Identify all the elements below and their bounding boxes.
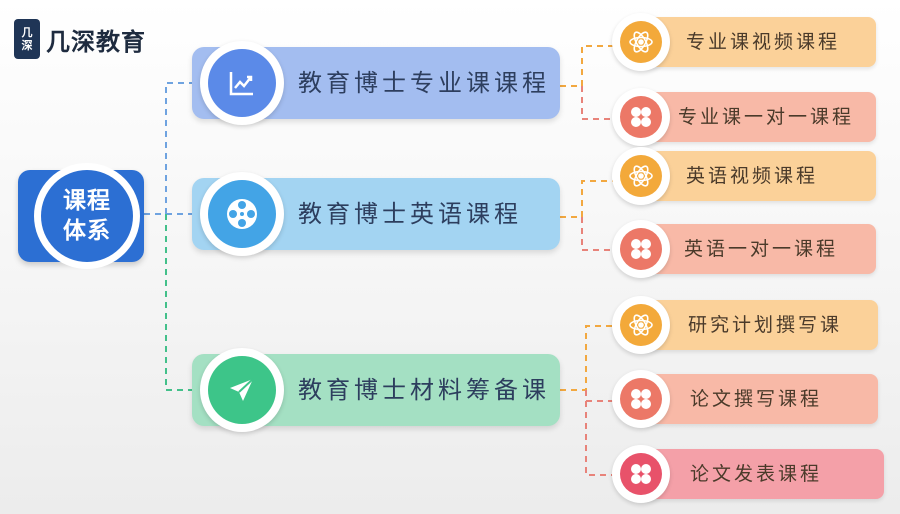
leaf-english-video <box>640 151 876 201</box>
branch-major-label: 教育博士专业课课程 <box>298 69 550 97</box>
grid-dots-icon <box>620 378 662 420</box>
root-label-line2: 体系 <box>63 218 111 244</box>
leaf-english-1on1-ring <box>612 220 670 278</box>
branch-english-icon-ring <box>200 172 284 256</box>
grid-dots-icon <box>620 96 662 138</box>
chart-trend-icon <box>208 49 276 117</box>
root-label-line1: 课程 <box>63 188 111 214</box>
logo-mark: 几 深 <box>14 19 40 59</box>
leaf-english-1on1 <box>640 224 876 274</box>
logo-text: 几深教育 <box>46 27 146 56</box>
leaf-research-plan-ring <box>612 296 670 354</box>
leaf-thesis-publish-label: 论文发表课程 <box>690 463 823 485</box>
leaf-major-video-label: 专业课视频课程 <box>686 31 841 53</box>
connector-branch2-child2 <box>581 217 628 251</box>
leaf-major-video <box>640 17 876 67</box>
connector-root-branch3 <box>165 214 210 391</box>
leaf-thesis-writing-label: 论文撰写课程 <box>690 388 823 410</box>
leaf-thesis-publish <box>640 449 884 499</box>
branch-materials-icon-ring <box>200 348 284 432</box>
leaf-research-plan <box>640 300 878 350</box>
leaf-research-plan-label: 研究计划撰写课 <box>688 314 843 336</box>
grid-dots-icon <box>620 228 662 270</box>
leaf-thesis-writing <box>640 374 878 424</box>
atom-icon <box>620 21 662 63</box>
root-node: 课程 体系 <box>41 170 133 262</box>
leaf-major-1on1-ring <box>612 88 670 146</box>
leaf-english-video-label: 英语视频课程 <box>686 165 819 187</box>
branch-materials-label: 教育博士材料筹备课 <box>298 376 550 404</box>
connector-branch2-child1 <box>560 180 628 218</box>
film-reel-icon <box>208 180 276 248</box>
logo-mark-bottom: 深 <box>21 39 33 52</box>
leaf-english-video-ring <box>612 147 670 205</box>
connector-branch1-child2 <box>581 86 628 120</box>
leaf-major-1on1 <box>640 92 876 142</box>
leaf-thesis-publish-ring <box>612 445 670 503</box>
branch-major-icon-ring <box>200 41 284 125</box>
atom-icon <box>620 155 662 197</box>
leaf-thesis-writing-ring <box>612 370 670 428</box>
leaf-major-video-ring <box>612 13 670 71</box>
paper-plane-icon <box>208 356 276 424</box>
connector-branch1-child1 <box>560 45 628 87</box>
leaf-english-1on1-label: 英语一对一课程 <box>684 238 839 260</box>
logo-mark-top: 几 <box>21 26 33 39</box>
grid-dots-icon <box>620 453 662 495</box>
brand-logo: 几 深 几深教育 <box>14 18 146 60</box>
connector-branch3-child1 <box>560 325 628 391</box>
branch-english-label: 教育博士英语课程 <box>298 200 522 228</box>
leaf-major-1on1-label: 专业课一对一课程 <box>678 106 855 128</box>
atom-icon <box>620 304 662 346</box>
